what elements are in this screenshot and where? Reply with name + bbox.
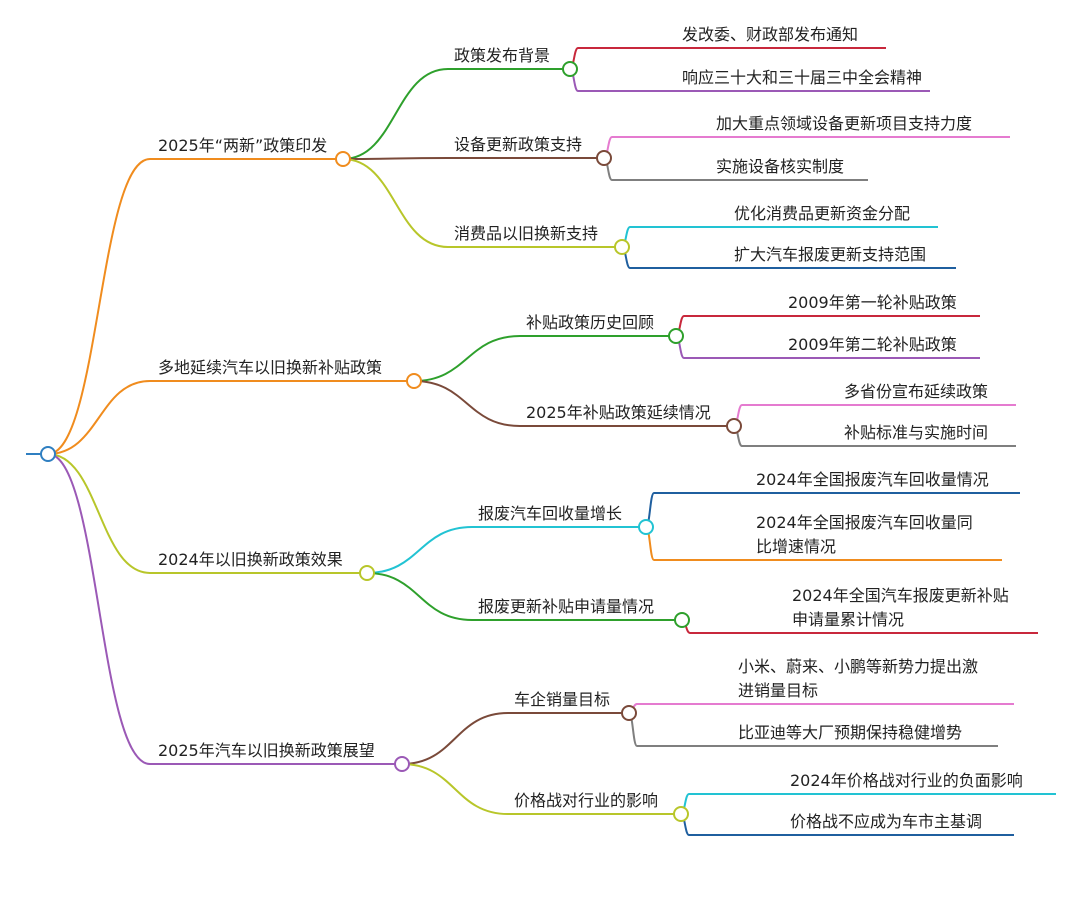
branch-1-topic-3-link: [342, 158, 449, 248]
branch-1-topic-2-node[interactable]: [596, 150, 612, 166]
branch-4-label: 2025年汽车以旧换新政策展望: [158, 741, 375, 760]
branch-4-topic-1-label: 车企销量目标: [514, 690, 610, 709]
branch-2-topic-1-label: 补贴政策历史回顾: [526, 313, 654, 332]
branch-2-topic-2-leaf-2-label: 补贴标准与实施时间: [844, 423, 988, 442]
branch-4-topic-2-link: [401, 763, 509, 815]
branch-3-link: [47, 453, 151, 574]
branch-1-label: 2025年“两新”政策印发: [158, 136, 327, 155]
root-node[interactable]: [40, 446, 56, 462]
branch-3-label: 2024年以旧换新政策效果: [158, 550, 343, 569]
branch-1-topic-3-node[interactable]: [614, 239, 630, 255]
mindmap-underlines: [26, 47, 1056, 836]
branch-4-topic-1-leaf-2-label: 比亚迪等大厂预期保持稳健增势: [738, 723, 962, 742]
branch-4-topic-2-node[interactable]: [673, 806, 689, 822]
mindmap-node-circles: [40, 61, 742, 822]
branch-4-node[interactable]: [394, 756, 410, 772]
branch-2-topic-2-leaf-1-label: 多省份宣布延续政策: [844, 382, 988, 401]
branch-3-topic-1-label: 报废汽车回收量增长: [478, 504, 622, 523]
branch-2-topic-2-node[interactable]: [726, 418, 742, 434]
branch-1-topic-2-leaf-2-label: 实施设备核实制度: [716, 157, 844, 176]
branch-1-topic-1-leaf-2-label: 响应三十大和三十届三中全会精神: [682, 68, 922, 87]
branch-1-topic-1-node[interactable]: [562, 61, 578, 77]
branch-1-topic-1-link: [342, 68, 449, 160]
branch-1-topic-2-link: [342, 157, 449, 160]
branch-3-topic-1-node[interactable]: [638, 519, 654, 535]
branch-2-topic-1-link: [413, 335, 521, 382]
branch-4-topic-1-leaf-1-label-line-2: 进销量目标: [738, 681, 818, 700]
branch-1-topic-2-leaf-1-label: 加大重点领域设备更新项目支持力度: [716, 114, 972, 133]
branch-4-topic-1-leaf-1-label-line-1: 小米、蔚来、小鹏等新势力提出激: [738, 657, 978, 676]
branch-2-link: [47, 380, 151, 455]
branch-1-topic-3-label: 消费品以旧换新支持: [454, 224, 598, 243]
branch-1-topic-3-leaf-1-label: 优化消费品更新资金分配: [734, 204, 910, 223]
branch-3-topic-2-leaf-1-label-line-1: 2024年全国汽车报废更新补贴: [792, 586, 1009, 605]
branch-3-topic-2-link: [366, 572, 473, 621]
branch-3-topic-1-link: [366, 526, 473, 574]
branch-1-topic-2-label: 设备更新政策支持: [454, 135, 582, 154]
branch-4-topic-1-node[interactable]: [621, 705, 637, 721]
branch-4-topic-1-link: [401, 712, 509, 765]
branch-1-link: [47, 158, 151, 455]
branch-2-node[interactable]: [406, 373, 422, 389]
branch-4-link: [47, 453, 151, 765]
branch-3-topic-1-leaf-2-label-line-2: 比增速情况: [756, 537, 836, 556]
branch-1-node[interactable]: [335, 151, 351, 167]
branch-4-topic-2-leaf-1-label: 2024年价格战对行业的负面影响: [790, 771, 1023, 790]
branch-1-topic-1-label: 政策发布背景: [454, 46, 550, 65]
mindmap-links: [47, 47, 743, 836]
branch-3-topic-2-leaf-1-label-line-2: 申请量累计情况: [792, 610, 904, 629]
branch-3-node[interactable]: [359, 565, 375, 581]
branch-3-topic-2-label: 报废更新补贴申请量情况: [478, 597, 654, 616]
branch-2-topic-2-label: 2025年补贴政策延续情况: [526, 403, 711, 422]
branch-2-topic-1-leaf-1-label: 2009年第一轮补贴政策: [788, 293, 957, 312]
branch-2-topic-1-leaf-2-label: 2009年第二轮补贴政策: [788, 335, 957, 354]
branch-4-topic-2-leaf-2-label: 价格战不应成为车市主基调: [790, 812, 982, 831]
branch-2-label: 多地延续汽车以旧换新补贴政策: [158, 358, 382, 377]
branch-3-topic-2-node[interactable]: [674, 612, 690, 628]
branch-4-topic-2-label: 价格战对行业的影响: [514, 791, 658, 810]
branch-1-topic-1-leaf-1-label: 发改委、财政部发布通知: [682, 25, 858, 44]
mindmap-labels: 2025年“两新”政策印发 政策发布背景 发改委、财政部发布通知响应三十大和三十届三…: [158, 25, 1023, 831]
branch-3-topic-1-leaf-2-label-line-1: 2024年全国报废汽车回收量同: [756, 513, 973, 532]
branch-3-topic-1-leaf-1-label: 2024年全国报废汽车回收量情况: [756, 470, 989, 489]
branch-2-topic-2-link: [413, 380, 521, 427]
branch-1-topic-3-leaf-2-label: 扩大汽车报废更新支持范围: [734, 245, 926, 264]
branch-2-topic-1-node[interactable]: [668, 328, 684, 344]
